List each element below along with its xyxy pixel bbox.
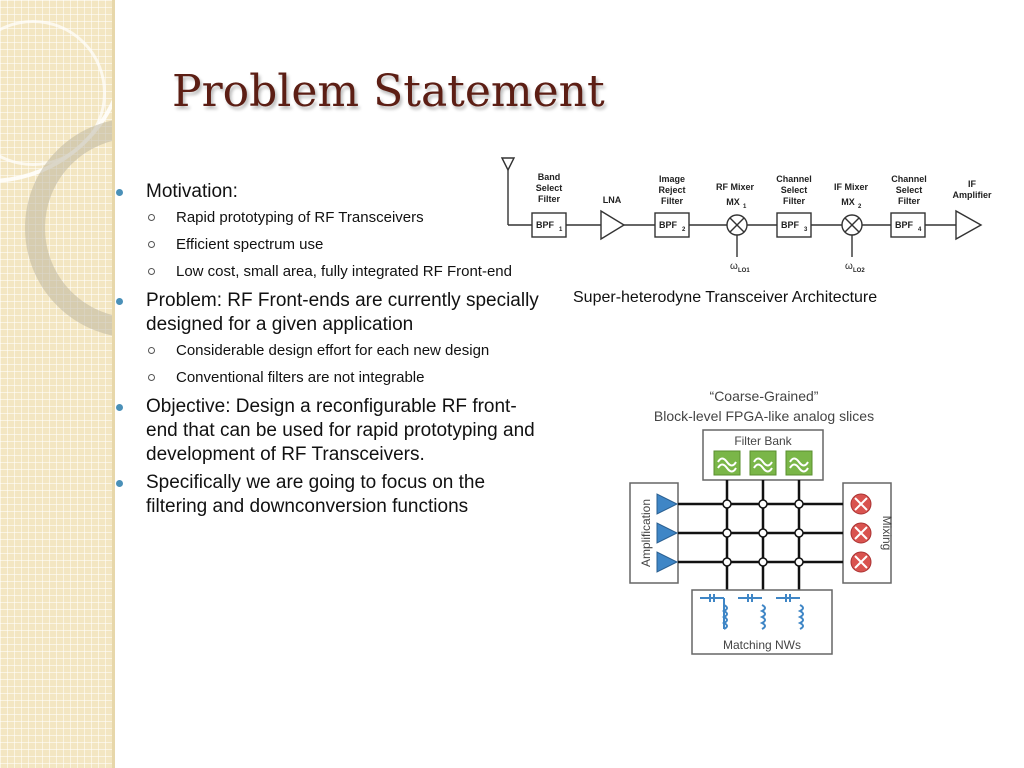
superheterodyne-diagram: BPF 1 Band Select Filter LNA BPF 2 Image… xyxy=(500,157,992,274)
sub-bullet: Low cost, small area, fully integrated R… xyxy=(113,262,543,281)
lo1-label: ω xyxy=(730,261,738,272)
filter-icon xyxy=(785,450,813,476)
bullet-list: Motivation: Rapid prototyping of RF Tran… xyxy=(113,180,543,523)
image-reject-label: Filter xyxy=(661,196,684,206)
sub-bullet: Considerable design effort for each new … xyxy=(113,341,543,360)
lo1-subscript: LO1 xyxy=(738,268,750,274)
bpf1-box xyxy=(531,212,567,238)
switch-nodes xyxy=(722,499,804,567)
sub-bullet: Conventional filters are not integrable xyxy=(113,368,543,387)
channel-select-label: Select xyxy=(896,185,923,195)
bpf3-label: BPF xyxy=(781,220,800,230)
image-reject-label: Image xyxy=(659,174,685,184)
amplification-label: Amplification xyxy=(639,499,653,567)
bullet-motivation: Motivation: xyxy=(113,180,543,204)
channel-select-label: Select xyxy=(781,185,808,195)
if-amplifier-label: IF xyxy=(968,179,977,189)
mx1-subscript: 1 xyxy=(743,204,747,210)
amplifier-icon xyxy=(656,522,679,544)
antenna-icon xyxy=(500,157,516,225)
mx1-label: MX xyxy=(726,197,740,207)
coarse-grained-diagram: “Coarse-Grained” Block-level FPGA-like a… xyxy=(629,388,894,655)
band-select-label: Band xyxy=(538,172,561,182)
lna-label: LNA xyxy=(603,195,622,205)
channel-select-label: Channel xyxy=(776,174,812,184)
sub-bullet: Rapid prototyping of RF Transceivers xyxy=(113,208,543,227)
mx2-label: MX xyxy=(841,197,855,207)
bullet-problem: Problem: RF Front-ends are currently spe… xyxy=(113,289,543,337)
mixer-icon xyxy=(850,493,872,515)
channel-select-label: Filter xyxy=(898,196,921,206)
amplifier-icon xyxy=(656,493,679,515)
bpf2-subscript: 2 xyxy=(682,227,686,233)
bpf4-box xyxy=(890,212,926,238)
filter-icon xyxy=(749,450,777,476)
slide-title: Problem Statement xyxy=(172,66,605,117)
mixing-label: Mixing xyxy=(880,516,894,551)
superheterodyne-caption: Super-heterodyne Transceiver Architectur… xyxy=(573,289,878,306)
mixer-icon xyxy=(850,522,872,544)
bpf3-box xyxy=(776,212,812,238)
band-select-label: Select xyxy=(536,183,563,193)
rf-mixer-icon xyxy=(726,214,748,236)
bpf4-label: BPF xyxy=(895,220,914,230)
bpf3-subscript: 3 xyxy=(804,227,808,233)
lo2-label: ω xyxy=(845,261,853,272)
matching-networks-label: Matching NWs xyxy=(723,638,801,652)
bpf2-label: BPF xyxy=(659,220,678,230)
bullet-objective: Objective: Design a reconfigurable RF fr… xyxy=(113,395,543,467)
decorative-sidebar xyxy=(0,0,113,768)
filter-icon xyxy=(713,450,741,476)
if-amplifier-triangle xyxy=(955,209,983,241)
bpf4-subscript: 4 xyxy=(918,227,922,233)
coarse-title: “Coarse-Grained” xyxy=(710,388,819,404)
lna-triangle xyxy=(600,209,626,241)
bpf2-box xyxy=(654,212,690,238)
channel-select-label: Filter xyxy=(783,196,806,206)
mx2-subscript: 2 xyxy=(858,204,862,210)
rf-mixer-label: RF Mixer xyxy=(716,182,755,192)
channel-select-label: Channel xyxy=(891,174,927,184)
bpf1-label: BPF xyxy=(536,220,555,230)
image-reject-label: Reject xyxy=(658,185,685,195)
sidebar-edge xyxy=(112,0,115,768)
coarse-subtitle: Block-level FPGA-like analog slices xyxy=(654,408,874,424)
if-mixer-label: IF Mixer xyxy=(834,182,869,192)
bullet-focus: Specifically we are going to focus on th… xyxy=(113,471,543,519)
matching-network-icon xyxy=(700,594,804,630)
band-select-label: Filter xyxy=(538,194,561,204)
bpf1-subscript: 1 xyxy=(559,227,563,233)
if-amplifier-label: Amplifier xyxy=(952,190,992,200)
mixer-icon xyxy=(850,551,872,573)
sub-bullet: Efficient spectrum use xyxy=(113,235,543,254)
filter-bank-label: Filter Bank xyxy=(734,434,792,448)
lo2-subscript: LO2 xyxy=(853,268,865,274)
if-mixer-icon xyxy=(841,214,863,236)
amplifier-icon xyxy=(656,551,679,573)
